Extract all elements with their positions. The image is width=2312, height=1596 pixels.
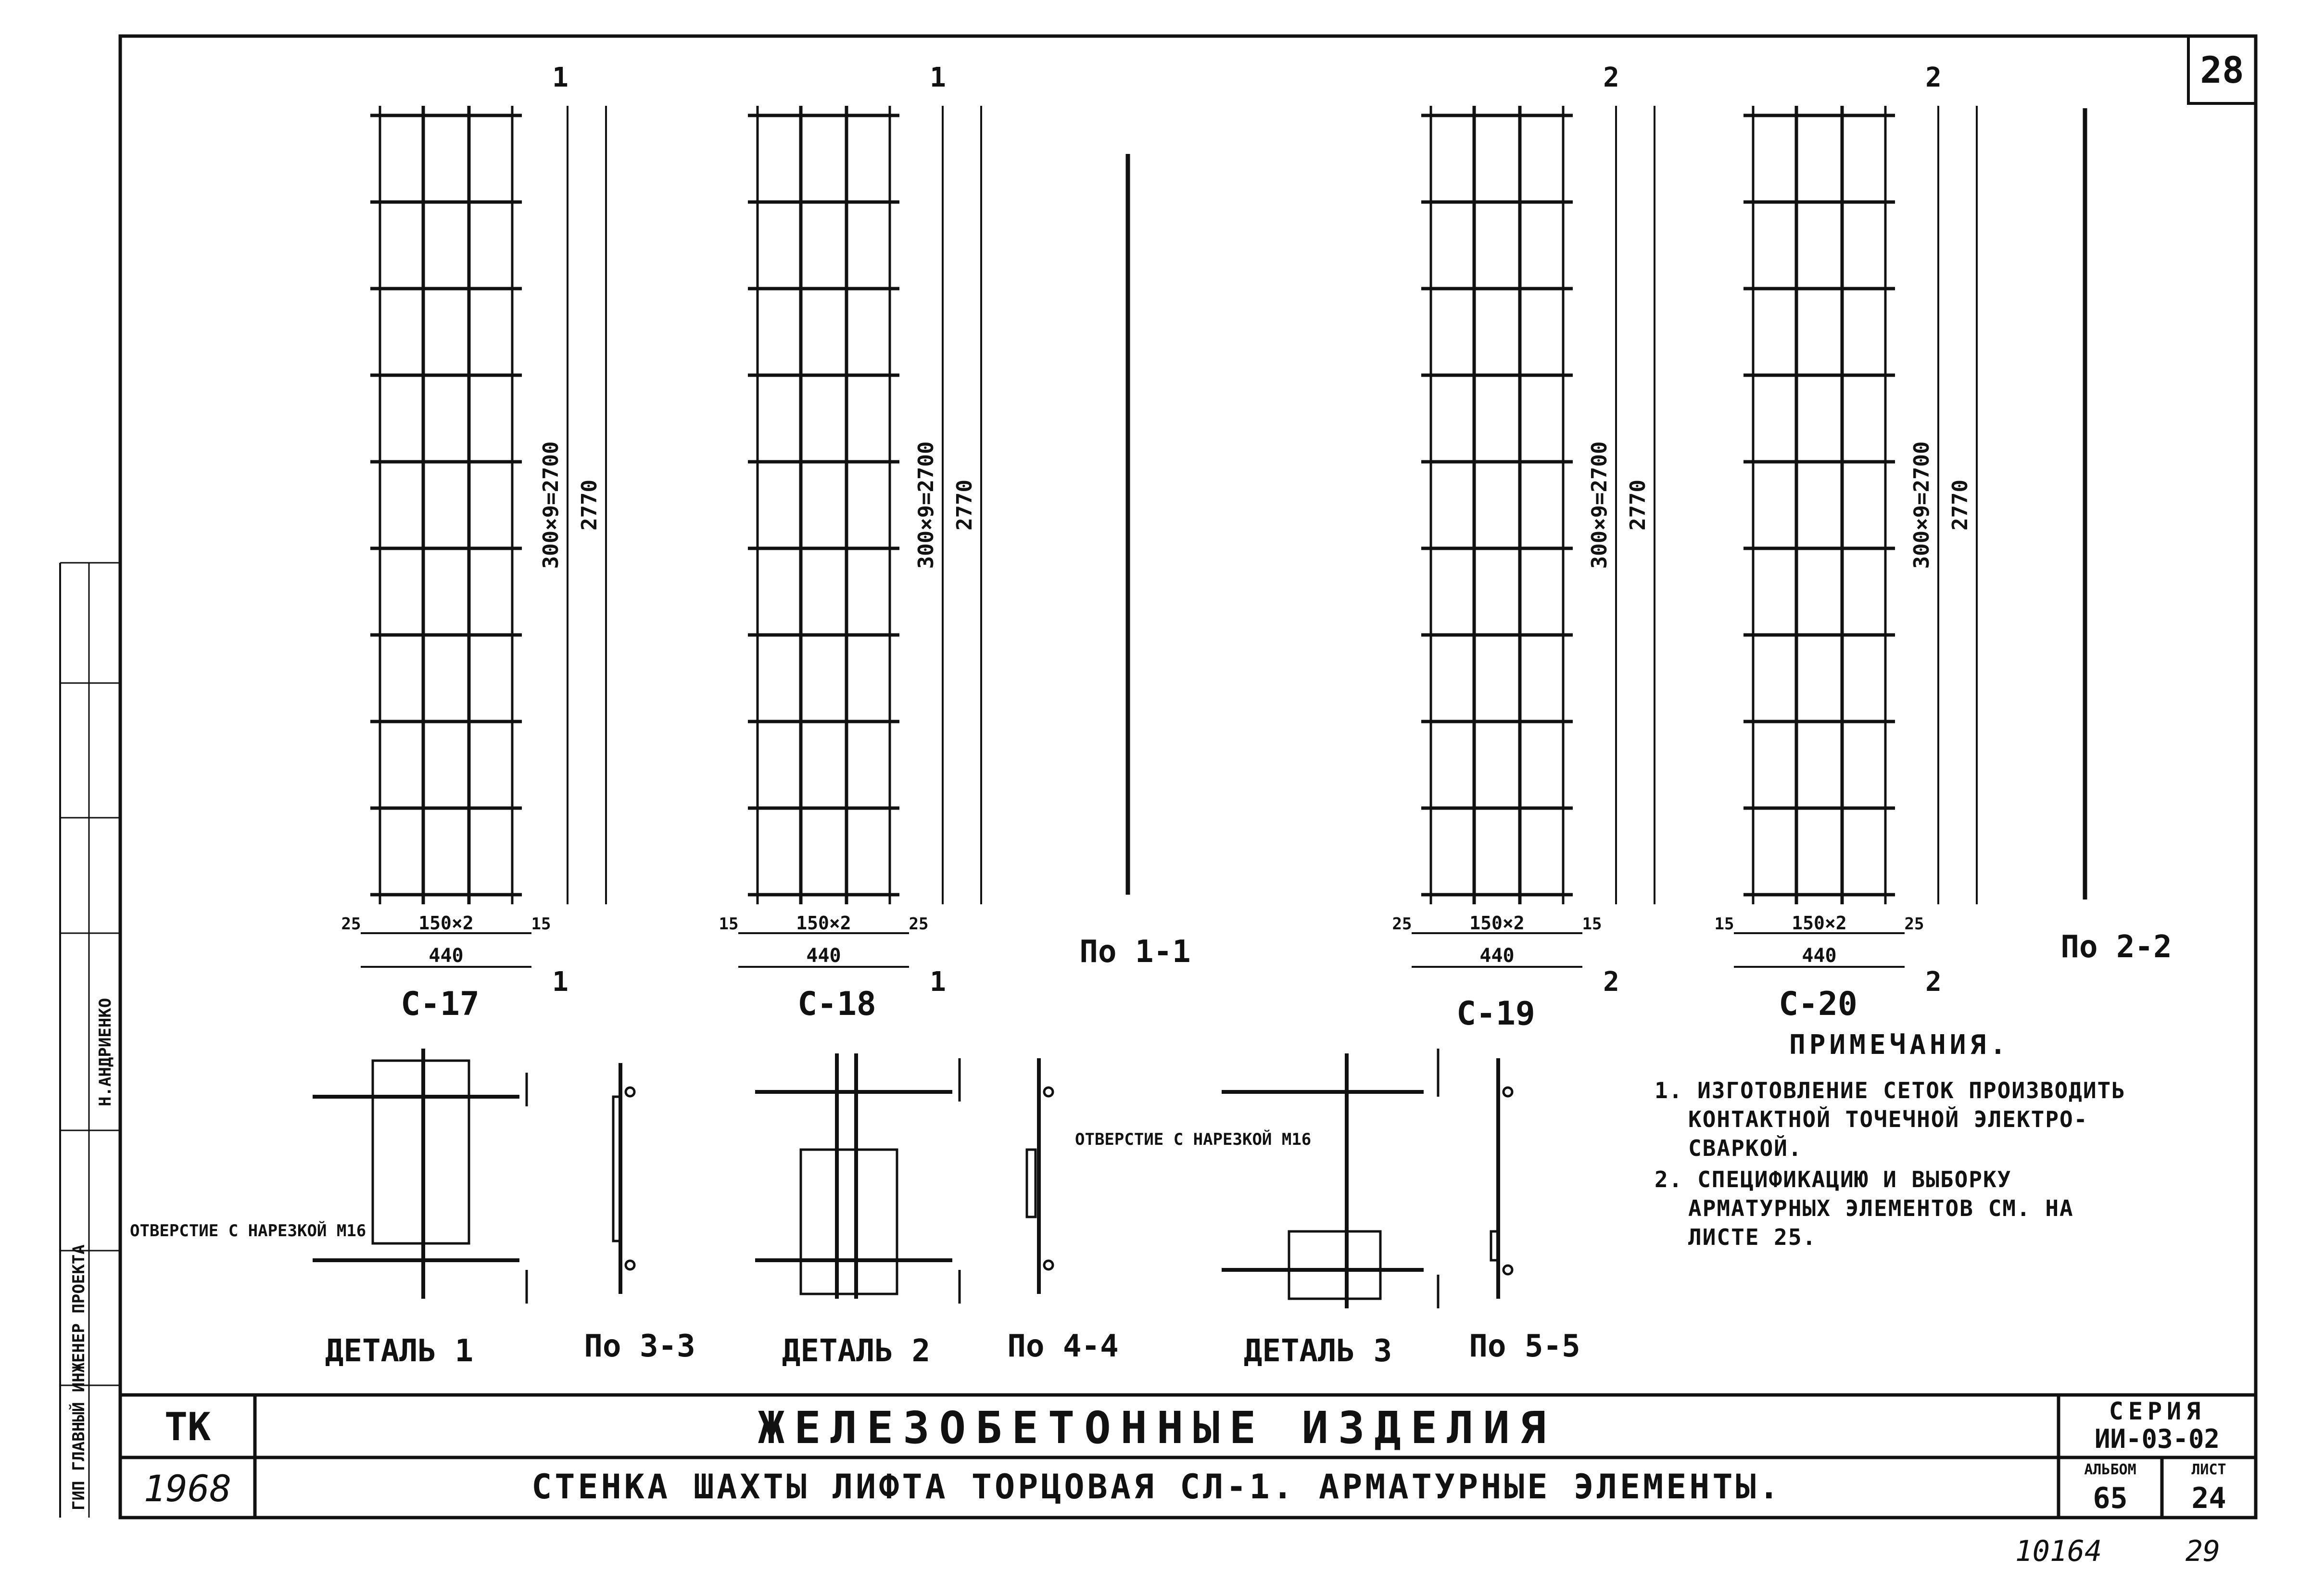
note-line-3: СВАРКОЙ. (1688, 1135, 1803, 1161)
note-line-6: ЛИСТЕ 25. (1688, 1224, 1817, 1250)
mesh-c17-height-grid-label: 300×9=2700 (539, 442, 563, 569)
mesh-c20-width-left-label: 15 (1715, 914, 1734, 934)
mesh-c20-width-a-label: 150×2 (1792, 912, 1846, 934)
note-line-2: КОНТАКТНОЙ ТОЧЕЧНОЙ ЭЛЕКТРО- (1688, 1106, 2088, 1132)
mesh-c19-width-left-label: 25 (1392, 914, 1412, 934)
series-value: ИИ-03-02 (2094, 1424, 2220, 1454)
sheet-label: ЛИСТ (2191, 1461, 2226, 1478)
mesh-c17-cut-mark-bottom: 1 (552, 966, 569, 998)
mesh-c17-cut-mark-top: 1 (552, 62, 569, 93)
mesh-c20-cut-mark-bottom: 2 (1925, 966, 1942, 998)
mesh-c18-height-grid-label: 300×9=2700 (914, 442, 938, 569)
section-3-3-view (612, 1063, 636, 1294)
note-line-4: 2. СПЕЦИФИКАЦИЮ И ВЫБОРКУ (1655, 1166, 2012, 1192)
album-value: 65 (2093, 1482, 2128, 1515)
mesh-c20-width-right-label: 25 (1905, 914, 1924, 934)
mesh-title-c20: С-20 (1779, 985, 1857, 1023)
side-strip-name: Н.АНДРИЕНКО (96, 998, 115, 1106)
mesh-c19-cut-mark-top: 2 (1603, 62, 1619, 93)
mesh-c18-width-a-label: 150×2 (796, 912, 851, 934)
title-block-subtitle: СТЕНКА ШАХТЫ ЛИФТА ТОРЦОВАЯ СЛ-1. АРМАТУ… (531, 1467, 1782, 1507)
detail-title-1: ДЕТАЛЬ 1 (325, 1333, 473, 1369)
sheet-frame (118, 34, 2258, 1520)
mesh-c20-height-grid-label: 300×9=2700 (1909, 442, 1934, 569)
title-block-org: ТК (164, 1405, 211, 1449)
detail-3-drawing (1222, 1049, 1440, 1308)
detail-2-drawing (755, 1053, 961, 1304)
series-label: СЕРИЯ (2109, 1397, 2206, 1425)
note-line-1: 1. ИЗГОТОВЛЕНИЕ СЕТОК ПРОИЗВОДИТЬ (1655, 1077, 2126, 1103)
mesh-c20-height-total-label: 2770 (1948, 480, 1972, 531)
album-label: АЛЬБОМ (2084, 1461, 2136, 1478)
mesh-drawings: 300×9=2700 2770 150×2 440 25 15 1 1 300×9=2700 27… (341, 62, 1978, 998)
footer-number-left: 10164 (2015, 1534, 2102, 1568)
mesh-title-c18: С-18 (797, 985, 876, 1023)
sheet-value: 24 (2191, 1482, 2226, 1515)
section-label-2-2: По 2-2 (2060, 929, 2172, 965)
sheet-number: 28 (2200, 49, 2244, 91)
mesh-c18-width-right-label: 25 (909, 914, 929, 934)
footer-number-right: 29 (2185, 1534, 2221, 1568)
mesh-c20-width-total-label: 440 (1802, 945, 1836, 967)
mesh-c18-width-left-label: 15 (719, 914, 739, 934)
section-4-4-view (1025, 1058, 1054, 1294)
mesh-c18-width-total-label: 440 (806, 945, 841, 967)
side-strip-cells (60, 562, 120, 1518)
hole-label-detail-1: ОТВЕРСТИЕ С НАРЕЗКОЙ М16 (130, 1221, 366, 1241)
title-block-frame (120, 1393, 2256, 1518)
notes-heading: ПРИМЕЧАНИЯ. (1789, 1029, 2010, 1061)
section-label-5-5: По 5-5 (1469, 1329, 1580, 1364)
mesh-c20-cut-mark-top: 2 (1925, 62, 1942, 93)
sheet-number-box (2187, 35, 2257, 105)
mesh-c17-width-right-label: 15 (531, 914, 551, 934)
mesh-c18-cut-mark-top: 1 (930, 62, 946, 93)
mesh-c19-height-total-label: 2770 (1626, 480, 1650, 531)
mesh-c19-width-right-label: 15 (1582, 914, 1602, 934)
mesh-c18-height-total-label: 2770 (952, 480, 977, 531)
side-strip-label: ГИП ГЛАВНЫЙ ИНЖЕНЕР ПРОЕКТА (69, 1244, 88, 1510)
mesh-c19-width-total-label: 440 (1479, 945, 1514, 967)
mesh-title-c19: С-19 (1456, 995, 1535, 1033)
mesh-c17-width-left-label: 25 (341, 914, 361, 934)
detail-1-drawing (313, 1049, 528, 1304)
detail-title-3: ДЕТАЛЬ 3 (1244, 1333, 1392, 1369)
mesh-c19-height-grid-label: 300×9=2700 (1587, 442, 1612, 569)
mesh-c17-width-a-label: 150×2 (418, 912, 473, 934)
note-line-5: АРМАТУРНЫХ ЭЛЕМЕНТОВ СМ. НА (1688, 1195, 2074, 1221)
detail-title-2: ДЕТАЛЬ 2 (782, 1333, 930, 1369)
title-block-year: 1968 (143, 1467, 232, 1510)
mesh-c18-cut-mark-bottom: 1 (930, 966, 946, 998)
section-label-3-3: По 3-3 (584, 1329, 695, 1364)
mesh-c19-width-a-label: 150×2 (1469, 912, 1524, 934)
mesh-title-c17: С-17 (401, 985, 480, 1023)
title-block-title: ЖЕЛЕЗОБЕТОННЫЕ ИЗДЕЛИЯ (758, 1402, 1556, 1454)
section-label-4-4: По 4-4 (1007, 1329, 1118, 1364)
mesh-c19-cut-mark-bottom: 2 (1603, 966, 1619, 998)
section-label-1-1: По 1-1 (1079, 934, 1190, 970)
section-5-5-view (1490, 1058, 1514, 1299)
hole-label-detail-3: ОТВЕРСТИЕ С НАРЕЗКОЙ М16 (1075, 1129, 1311, 1149)
mesh-c17-height-total-label: 2770 (577, 480, 602, 531)
mesh-c17-width-total-label: 440 (429, 945, 463, 967)
